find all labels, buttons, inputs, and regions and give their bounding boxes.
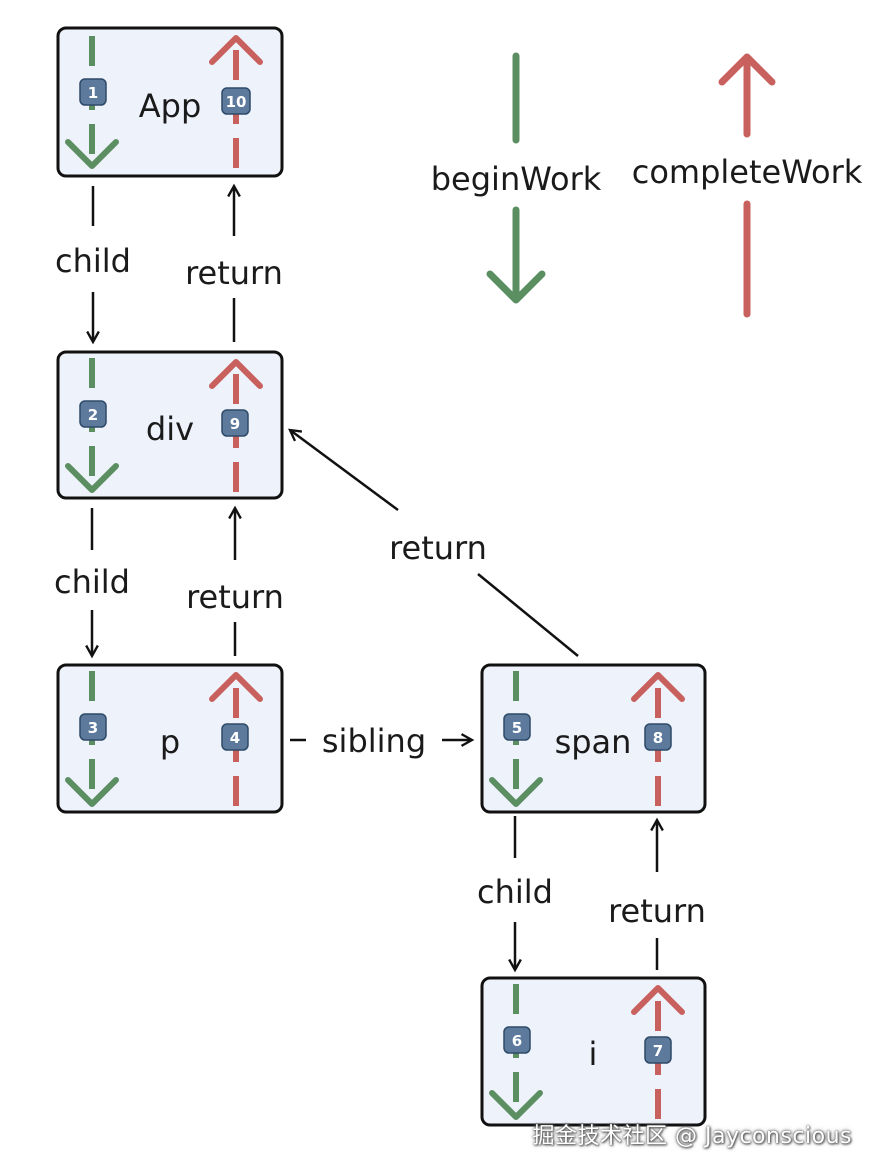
legend-complete-work: completeWork [632, 53, 863, 318]
complete-step-number: 7 [653, 1042, 663, 1060]
node-label: i [589, 1035, 598, 1073]
begin-arrowhead [65, 463, 119, 493]
edge-p-span-sibling: sibling [290, 722, 472, 760]
begin-arrowhead [65, 139, 119, 169]
edge-label: child [477, 873, 553, 911]
begin-step-badge: 5 [503, 713, 531, 741]
edge-label: return [186, 578, 284, 616]
begin-step-number: 5 [512, 719, 522, 737]
complete-step-badge: 4 [221, 723, 249, 751]
begin-arrowhead [65, 777, 119, 807]
complete-step-number: 10 [226, 93, 247, 111]
legend-complete-arrowhead [718, 53, 776, 86]
edge-span-i-child: child [477, 816, 553, 970]
edge-label: return [185, 254, 283, 292]
complete-arrowhead [631, 672, 685, 702]
edge-p-div-return: return [186, 508, 284, 656]
node-p: 3 4 p [56, 663, 284, 814]
legend-begin-label: beginWork [431, 160, 602, 198]
edge-label: sibling [322, 722, 426, 760]
complete-step-badge: 10 [221, 87, 251, 115]
node-box [56, 26, 284, 178]
complete-arrowhead [209, 35, 263, 65]
node-span: 5 8 span [480, 663, 707, 814]
complete-step-number: 8 [653, 729, 663, 747]
complete-step-number: 9 [230, 415, 240, 433]
node-box [480, 976, 707, 1127]
complete-step-badge: 8 [644, 723, 672, 751]
node-label: p [160, 723, 180, 761]
begin-step-badge: 1 [79, 78, 107, 106]
node-label: span [555, 723, 632, 761]
node-box [56, 663, 284, 814]
node-box [480, 663, 707, 814]
edge-i-span-return: return [608, 820, 706, 970]
complete-step-badge: 7 [644, 1036, 672, 1064]
legend-begin-work: beginWork [431, 52, 602, 304]
complete-arrowhead [631, 985, 685, 1015]
begin-step-number: 2 [88, 406, 98, 424]
node-div: 2 9 div [56, 350, 284, 500]
begin-arrowhead [489, 777, 543, 807]
legend-complete-label: completeWork [632, 153, 863, 191]
complete-arrowhead [209, 672, 263, 702]
node-box [56, 350, 284, 500]
begin-step-badge: 2 [79, 400, 107, 428]
complete-step-badge: 9 [221, 409, 249, 437]
node-app: 1 10 App [56, 26, 284, 178]
begin-step-number: 3 [88, 719, 98, 737]
node-label: div [146, 410, 194, 448]
begin-arrowhead [489, 1090, 543, 1120]
complete-step-number: 4 [230, 729, 240, 747]
begin-step-number: 6 [512, 1032, 522, 1050]
edge-label: return [389, 529, 487, 567]
edge-span-div-return: return [290, 430, 579, 657]
begin-step-number: 1 [88, 84, 98, 102]
watermark: 掘金技术社区 @ Jayconscious [532, 1124, 852, 1149]
edge-div-app-return: return [185, 186, 283, 342]
edge-div-p-child: child [54, 508, 130, 656]
edge-line [477, 573, 579, 657]
legend-begin-arrowhead [486, 270, 546, 304]
node-i: 6 7 i [480, 976, 707, 1127]
edge-app-div-child: child [55, 186, 131, 342]
edge-arrow [290, 430, 399, 512]
begin-step-badge: 3 [79, 713, 107, 741]
edge-label: child [54, 563, 130, 601]
node-label: App [139, 87, 202, 125]
edge-label: child [55, 242, 131, 280]
begin-step-badge: 6 [503, 1026, 531, 1054]
complete-arrowhead [209, 359, 263, 389]
edge-label: return [608, 892, 706, 930]
